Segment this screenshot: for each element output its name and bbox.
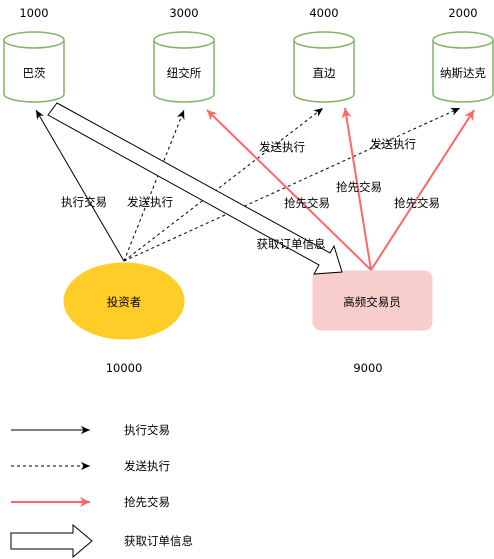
exchange-edge-label: 直边 [313,66,336,80]
legend-label-send: 发送执行 [124,459,170,473]
front-run-arrow-nasdaq [370,109,475,271]
investor-value: 10000 [106,361,143,375]
front-run-arrow-edge [341,107,372,271]
exchange-edge[interactable]: 4000 直边 [293,6,355,103]
investor-label: 投资者 [107,295,142,309]
fetch-order-info-arrow [47,102,343,275]
exchange-nyse-value: 3000 [169,6,198,20]
label-front-run-2: 抢先交易 [284,196,330,210]
exchange-nasdaq[interactable]: 2000 纳斯达克 [432,6,494,103]
investor-node[interactable]: 投资者 [63,262,185,340]
execute-trade-arrow [35,109,125,262]
exchange-nasdaq-label: 纳斯达克 [440,66,486,80]
label-execute-trade: 执行交易 [61,195,107,209]
hft-node[interactable]: 高频交易员 [312,270,433,331]
hft-value: 9000 [353,361,382,375]
front-run-arrow-nyse [206,109,372,271]
exchange-nyse[interactable]: 3000 纽交所 [153,6,215,103]
legend: 执行交易 发送执行 抢先交易 获取订单信息 [10,423,193,559]
legend-block-arrow [10,523,93,559]
hft-label: 高频交易员 [343,295,401,309]
label-send-exec-2: 发送执行 [259,140,305,154]
label-send-exec-3: 发送执行 [370,137,416,151]
exchange-nyse-label: 纽交所 [167,66,202,80]
exchange-edge-value: 4000 [309,6,338,20]
legend-label-front-run: 抢先交易 [124,495,170,509]
legend-label-fetch: 获取订单信息 [124,534,193,548]
exchange-bats-label: 巴茨 [23,66,46,80]
label-front-run-3: 抢先交易 [394,196,440,210]
label-front-run-1: 抢先交易 [336,180,382,194]
label-send-exec-1: 发送执行 [127,195,173,209]
label-fetch-order-info: 获取订单信息 [257,237,326,251]
exchange-bats[interactable]: 1000 巴茨 [3,6,65,103]
send-exec-arrow-nasdaq [123,107,461,262]
exchange-bats-value: 1000 [19,6,48,20]
exchange-nasdaq-value: 2000 [448,6,477,20]
legend-label-execute: 执行交易 [124,423,170,437]
